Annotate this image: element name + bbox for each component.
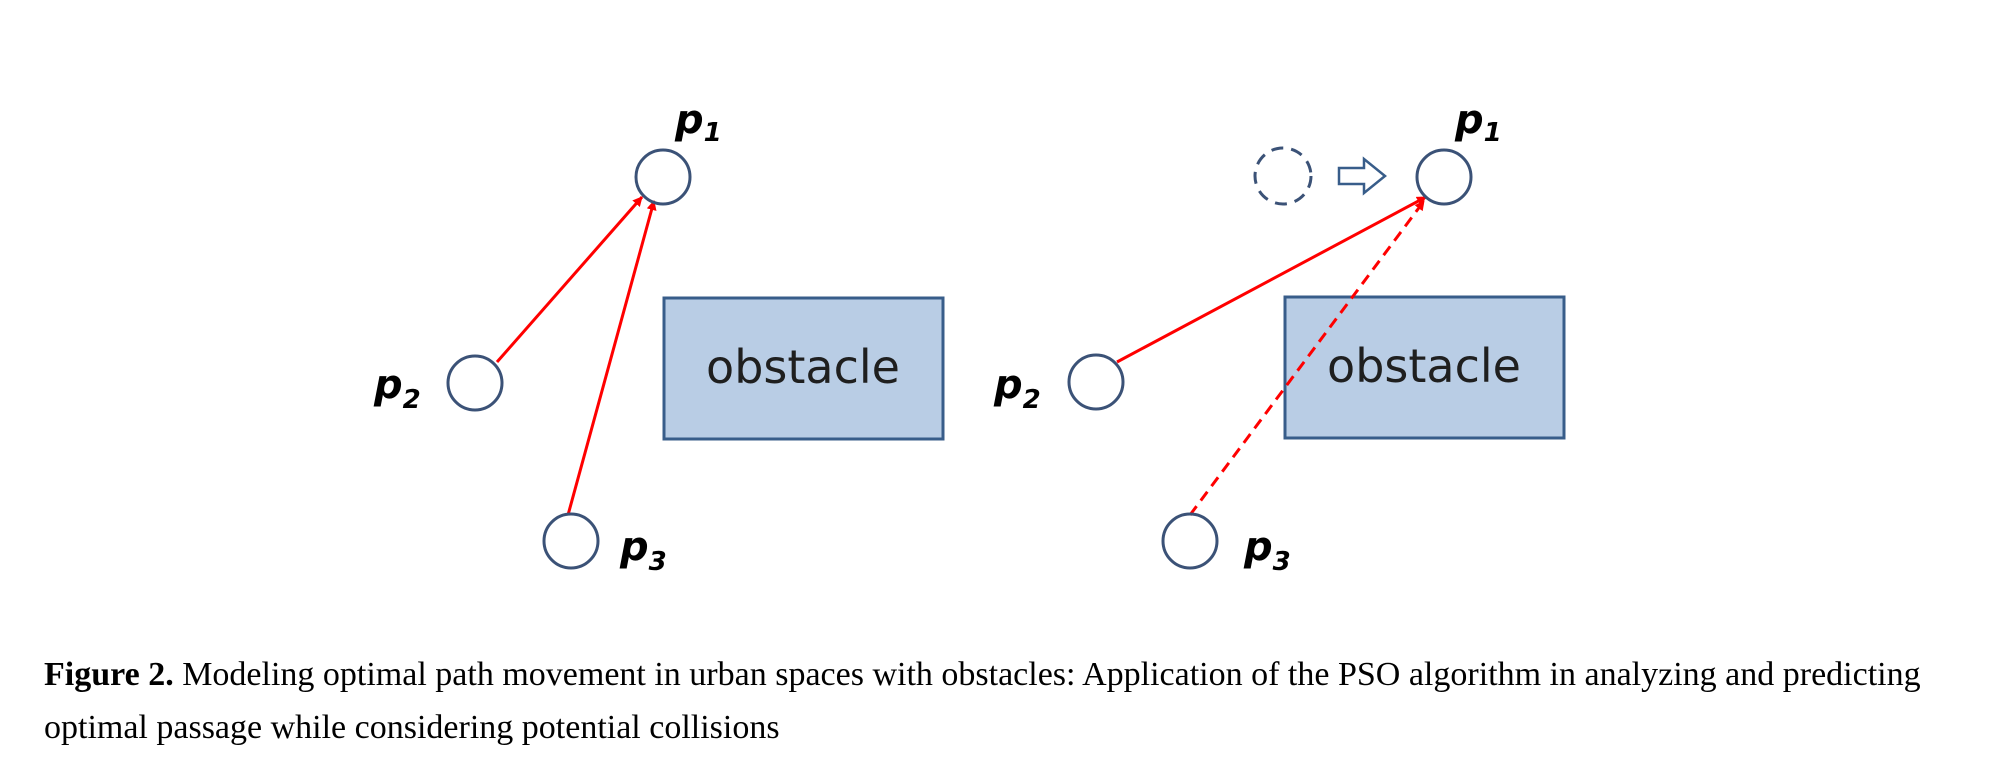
- node-p1: [634, 148, 692, 206]
- edge-p2-p1: [1116, 195, 1427, 364]
- node-label-p1: p1: [1454, 97, 1502, 148]
- obstacle-box: [662, 296, 945, 441]
- obstacle-label: obstacle: [706, 340, 900, 394]
- figure-caption: Figure 2. Modeling optimal path movement…: [44, 648, 1944, 754]
- right-panel: obstacle p1 p2 p3: [993, 97, 1566, 577]
- node-p1: [1415, 148, 1473, 206]
- node-p3: [542, 512, 600, 570]
- node-label-p3: p3: [1243, 524, 1291, 577]
- node-p2: [1067, 353, 1125, 411]
- obstacle-label: obstacle: [1327, 339, 1521, 393]
- obstacle-box: [1283, 295, 1566, 440]
- left-panel: obstacle p1 p2 p3: [373, 97, 945, 577]
- node-p3: [1161, 512, 1219, 570]
- node-label-p3: p3: [619, 524, 667, 577]
- node-label-p1: p1: [674, 97, 722, 148]
- caption-text: Modeling optimal path movement in urban …: [44, 656, 1921, 746]
- node-label-p2: p2: [993, 362, 1041, 415]
- node-label-p2: p2: [373, 362, 421, 415]
- edge-p3-p1: [566, 200, 657, 516]
- caption-label: Figure 2.: [44, 656, 174, 693]
- right-arrow-outline-icon: [1337, 156, 1387, 196]
- edge-p2-p1: [495, 196, 644, 363]
- node-p2: [446, 354, 504, 412]
- edge-p3-p1-dashed: [1188, 200, 1426, 516]
- previous-position-marker: [1253, 146, 1313, 206]
